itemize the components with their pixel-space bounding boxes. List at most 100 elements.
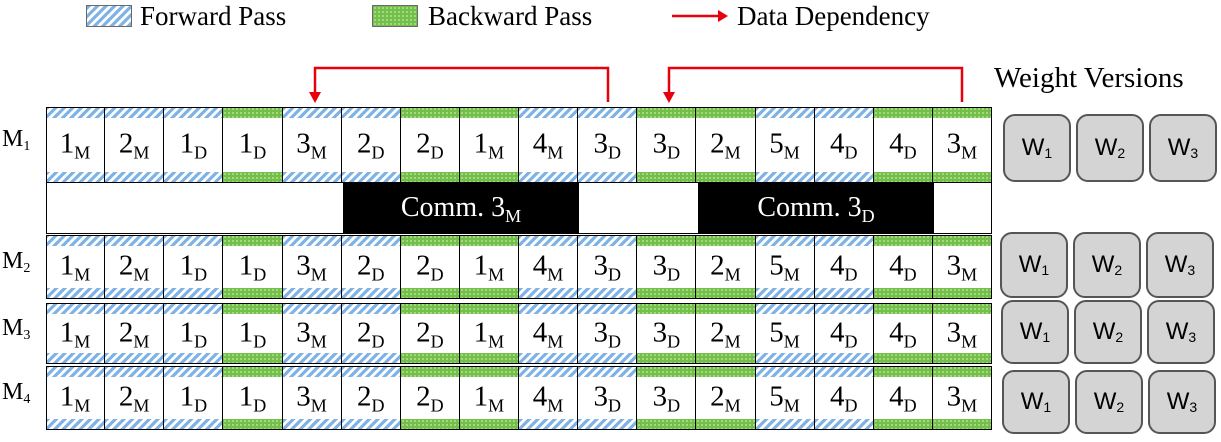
- backward-pass-band: [400, 366, 459, 377]
- task-cell: 5M: [755, 366, 815, 430]
- task-cell: 4D: [814, 235, 874, 299]
- backward-pass-band: [459, 235, 518, 246]
- backward-pass-band: [223, 353, 282, 364]
- task-label: 1D: [238, 127, 267, 163]
- machine-label-m3: M3: [2, 314, 31, 343]
- task-cell: 4M: [519, 303, 579, 364]
- backward-pass-band: [696, 235, 755, 246]
- task-label: 4D: [889, 249, 917, 285]
- forward-pass-band: [164, 107, 223, 118]
- task-label: 1M: [473, 380, 505, 416]
- backward-pass-band: [932, 353, 991, 364]
- task-cell: 3D: [578, 107, 638, 183]
- task-cell: 4D: [814, 107, 874, 183]
- task-label: 3D: [593, 316, 621, 351]
- forward-pass-band: [164, 235, 223, 246]
- task-cell: 4D: [814, 303, 874, 364]
- backward-pass-band: [223, 172, 282, 183]
- backward-pass-band: [932, 235, 991, 246]
- task-label: 4D: [829, 380, 858, 416]
- task-label: 3M: [946, 127, 978, 163]
- task-cell: 1D: [223, 235, 283, 299]
- task-cell: 2D: [341, 366, 401, 430]
- dependency-arrows: [309, 66, 964, 103]
- forward-pass-band: [46, 419, 105, 430]
- task-cell: 2D: [341, 235, 401, 299]
- task-cell: 1D: [164, 235, 224, 299]
- forward-pass-band: [105, 366, 164, 377]
- task-label: 4M: [532, 316, 564, 351]
- task-label: 3D: [652, 127, 681, 163]
- task-cell: 1M: [459, 303, 519, 364]
- forward-pass-band: [282, 172, 341, 183]
- backward-pass-band: [932, 303, 991, 314]
- task-label: 3D: [593, 380, 621, 416]
- forward-pass-band: [519, 353, 578, 364]
- forward-pass-band: [814, 353, 873, 364]
- task-label: 5M: [769, 380, 800, 416]
- backward-pass-band: [932, 419, 991, 430]
- dependency-arrow-3d-head: [663, 92, 675, 103]
- backward-pass-band: [400, 353, 459, 364]
- task-cell: 3D: [578, 366, 638, 430]
- task-cell: 2M: [105, 107, 165, 183]
- forward-pass-band: [46, 303, 105, 314]
- backward-pass-band: [400, 235, 459, 246]
- task-label: 5M: [769, 316, 800, 351]
- backward-pass-band: [459, 353, 518, 364]
- forward-pass-band: [105, 288, 164, 299]
- task-cell: 2D: [341, 303, 401, 364]
- backward-pass-band: [637, 366, 696, 377]
- task-cell: 3D: [637, 235, 697, 299]
- backward-pass-band: [932, 107, 991, 118]
- backward-pass-legend-label: Backward Pass: [428, 1, 593, 31]
- forward-pass-band: [282, 107, 341, 118]
- forward-pass-band: [755, 353, 814, 364]
- forward-pass-band: [105, 419, 164, 430]
- task-label: 3D: [593, 127, 621, 163]
- forward-pass-band: [755, 366, 814, 377]
- forward-pass-band: [341, 366, 400, 377]
- task-cell: 1D: [223, 107, 283, 183]
- data-dependency-legend-label: Data Dependency: [737, 1, 930, 31]
- task-label: 3M: [296, 249, 327, 285]
- task-cell: 2M: [696, 366, 756, 430]
- backward-pass-band: [696, 172, 755, 183]
- task-label: 4M: [532, 380, 564, 416]
- task-label: 3D: [652, 249, 681, 285]
- forward-pass-band: [814, 419, 873, 430]
- task-label: 4D: [889, 316, 917, 351]
- backward-pass-band: [873, 107, 932, 118]
- backward-pass-band: [400, 288, 459, 299]
- forward-pass-band: [755, 172, 814, 183]
- forward-pass-band: [814, 235, 873, 246]
- task-label: 3D: [652, 380, 681, 416]
- task-label: 5M: [769, 127, 800, 163]
- task-label: 2D: [356, 316, 385, 351]
- forward-pass-band: [105, 353, 164, 364]
- forward-pass-band: [164, 288, 223, 299]
- backward-pass-band: [400, 303, 459, 314]
- backward-pass-band: [696, 366, 755, 377]
- task-cell: 3M: [932, 303, 992, 364]
- backward-pass-band: [637, 419, 696, 430]
- backward-pass-band: [873, 353, 932, 364]
- forward-pass-band: [341, 419, 400, 430]
- backward-pass-band: [696, 353, 755, 364]
- forward-pass-band: [105, 303, 164, 314]
- backward-pass-band: [696, 107, 755, 118]
- forward-pass-band: [814, 366, 873, 377]
- task-label: 4M: [532, 127, 564, 163]
- task-label: 2M: [118, 249, 150, 285]
- task-label: 2M: [710, 380, 741, 416]
- comm-label-3m: Comm. 3M: [400, 192, 522, 226]
- backward-pass-band: [637, 353, 696, 364]
- backward-pass-band: [223, 366, 282, 377]
- forward-pass-band: [519, 366, 578, 377]
